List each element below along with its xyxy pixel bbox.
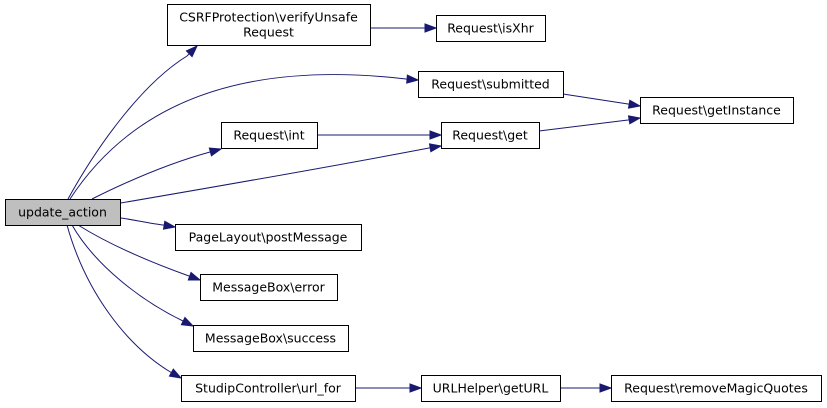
node-label: CSRFProtection\verifyUnsafe [179, 10, 358, 25]
arrowhead-removemagic [599, 383, 613, 393]
node-error[interactable]: MessageBox\error [200, 274, 338, 301]
arrowhead-csrf [185, 44, 199, 58]
edge-get-to-getinstance [538, 117, 641, 132]
node-label: Request\int [233, 128, 304, 143]
node-box[interactable] [193, 325, 349, 352]
node-label: Request\get [452, 128, 528, 143]
node-box[interactable] [640, 97, 794, 124]
arrowhead-get [429, 130, 443, 140]
node-urlfor[interactable]: StudipController\url_for [181, 375, 356, 402]
node-label: MessageBox\success [205, 331, 336, 346]
node-label: Request [243, 25, 294, 40]
node-label: StudipController\url_for [195, 381, 342, 396]
node-box[interactable] [221, 122, 318, 149]
arrowhead-isxhr [424, 23, 438, 33]
edge-update_action-to-error [77, 224, 201, 281]
node-getinstance[interactable]: Request\getInstance [640, 97, 794, 124]
node-box[interactable] [181, 375, 356, 402]
arrowhead-int [208, 147, 223, 157]
node-postmessage[interactable]: PageLayout\postMessage [175, 224, 362, 251]
edge-update_action-to-success [71, 224, 194, 327]
edge-update_action-to-int [91, 148, 222, 200]
node-get[interactable]: Request\get [441, 122, 540, 149]
node-removemagic[interactable]: Request\removeMagicQuotes [611, 375, 822, 402]
arrowhead-submitted [406, 74, 420, 84]
edge-update_action-to-urlfor [66, 224, 182, 379]
node-label: Request\isXhr [447, 21, 534, 36]
arrowhead-postmessage [162, 220, 177, 230]
node-box[interactable] [436, 15, 546, 42]
arrowhead-getinstance [627, 99, 642, 109]
node-label: MessageBox\error [212, 280, 325, 295]
node-isxhr[interactable]: Request\isXhr [436, 15, 546, 42]
node-box[interactable] [5, 199, 121, 226]
edge-submitted-to-getinstance [562, 93, 641, 107]
edge-update_action-to-submitted [69, 74, 419, 200]
node-label: PageLayout\postMessage [189, 230, 348, 245]
node-update_action[interactable]: update_action [5, 199, 121, 226]
node-box[interactable] [200, 274, 338, 301]
node-box[interactable] [418, 71, 564, 98]
node-box[interactable] [167, 4, 371, 46]
node-success[interactable]: MessageBox\success [193, 325, 349, 352]
node-label: URLHelper\getURL [433, 381, 549, 396]
arrowhead-success [180, 316, 195, 327]
edge-update_action-to-get [114, 145, 442, 205]
arrowhead-error [187, 271, 202, 281]
node-box[interactable] [611, 375, 822, 402]
node-int[interactable]: Request\int [221, 122, 318, 149]
arrowhead-get [428, 143, 443, 153]
node-label: Request\getInstance [652, 103, 781, 118]
node-box[interactable] [175, 224, 362, 251]
node-box[interactable] [421, 375, 561, 402]
node-submitted[interactable]: Request\submitted [418, 71, 564, 98]
node-label: Request\removeMagicQuotes [624, 381, 808, 396]
edge-update_action-to-postmessage [114, 216, 176, 228]
arrowhead-geturl [409, 383, 423, 393]
node-box[interactable] [441, 122, 540, 149]
arrowhead-urlfor [168, 368, 183, 379]
node-label: Request\submitted [431, 77, 549, 92]
arrowhead-getinstance [627, 115, 642, 125]
node-geturl[interactable]: URLHelper\getURL [421, 375, 561, 402]
node-label: update_action [18, 205, 107, 220]
edge-update_action-to-csrf [67, 45, 198, 200]
